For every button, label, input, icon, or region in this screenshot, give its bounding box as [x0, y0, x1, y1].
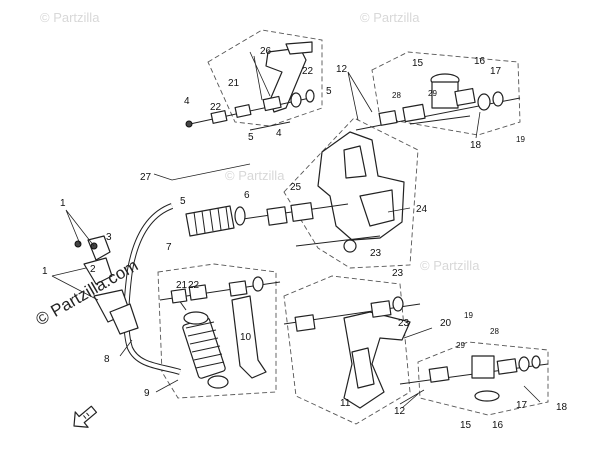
callout-4: 4: [276, 128, 282, 139]
callout-17: 17: [490, 66, 502, 77]
left-shock-group-outline: [157, 263, 277, 399]
callout-12: 12: [336, 64, 348, 75]
lower-left-arm: [159, 276, 281, 379]
callout-19: 19: [516, 135, 525, 144]
callout-22: 22: [210, 102, 222, 113]
callout-1: 1: [42, 266, 48, 277]
callout-25: 25: [290, 182, 302, 193]
lower-right-pivot: [399, 355, 549, 402]
callout-28: 28: [392, 91, 401, 100]
front-direction-arrow-icon: [73, 405, 98, 428]
lower-swingarm: [283, 296, 421, 409]
stabilizer-bar: [74, 203, 181, 375]
callout-22: 22: [188, 280, 200, 291]
coil-shock: [175, 295, 229, 389]
callout-27: 27: [140, 172, 152, 183]
callout-16: 16: [492, 420, 504, 431]
callout-1: 1: [60, 198, 66, 209]
watermark-faint: © Partzilla: [225, 168, 285, 183]
faint-watermarks: © Partzilla © Partzilla © Partzilla © Pa…: [40, 10, 480, 273]
callout-16: 16: [474, 56, 486, 67]
watermark-faint: © Partzilla: [360, 10, 420, 25]
callout-23: 23: [370, 248, 382, 259]
upper-arm-group-outline: [207, 29, 323, 127]
callout-7: 7: [166, 242, 172, 253]
callout-labels: 1 1 2 3 4 4 5 5 5 6 7 8 9 10 11 12 12 15…: [42, 46, 568, 431]
callout-23: 23: [398, 318, 410, 329]
lower-right-pivot-group-outline: [417, 341, 549, 416]
callout-18: 18: [470, 140, 482, 151]
callout-20: 20: [440, 318, 452, 329]
lower-swingarm-group-outline: [283, 275, 411, 425]
callout-3: 3: [106, 232, 112, 243]
callout-6: 6: [244, 190, 250, 201]
callout-9: 9: [144, 388, 150, 399]
callout-15: 15: [412, 58, 424, 69]
leader-lines: [51, 51, 541, 409]
callout-21: 21: [176, 280, 188, 291]
center-frame-group-outline: [283, 117, 419, 269]
callout-24: 24: [416, 204, 428, 215]
callout-21: 21: [228, 78, 240, 89]
callout-17: 17: [516, 400, 528, 411]
callout-11: 11: [340, 398, 351, 409]
right-pivot-assembly: [355, 73, 521, 131]
callout-15: 15: [460, 420, 472, 431]
callout-29: 29: [428, 89, 437, 98]
callout-5: 5: [180, 196, 186, 207]
callout-28: 28: [490, 327, 499, 336]
watermark-faint: © Partzilla: [420, 258, 480, 273]
callout-18: 18: [556, 402, 568, 413]
callout-26: 26: [260, 46, 272, 57]
callout-5: 5: [248, 132, 254, 143]
shock-boot: [185, 205, 246, 237]
callout-2: 2: [90, 264, 96, 275]
callout-8: 8: [104, 354, 110, 365]
callout-4: 4: [184, 96, 190, 107]
callout-19: 19: [464, 311, 473, 320]
callout-29: 29: [456, 341, 465, 350]
center-frame: [235, 131, 405, 253]
callout-23: 23: [392, 268, 404, 279]
watermark-faint: © Partzilla: [40, 10, 100, 25]
upper-rocker-arm: [185, 41, 315, 131]
callout-12: 12: [394, 406, 406, 417]
callout-10: 10: [240, 332, 252, 343]
callout-22: 22: [302, 66, 314, 77]
callout-5: 5: [326, 86, 332, 97]
